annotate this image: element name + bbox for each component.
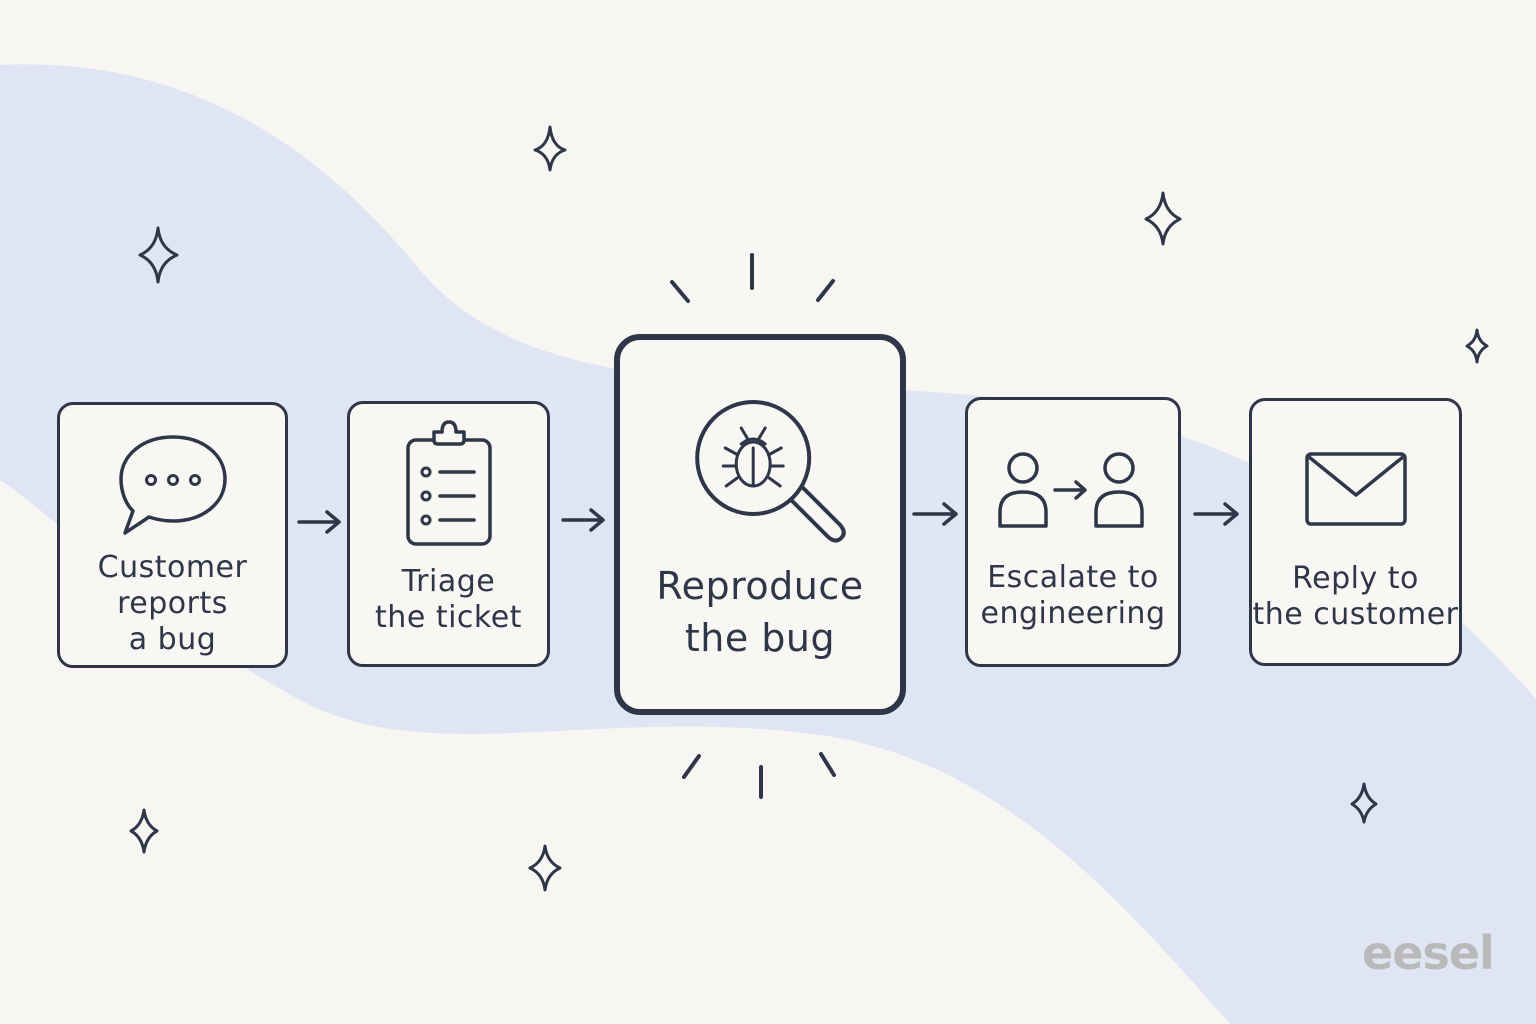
right-arrow-icon (912, 502, 958, 526)
step-label: Escalate to engineering (980, 560, 1166, 631)
right-arrow-icon (561, 508, 605, 532)
person-handoff-icon (998, 452, 1144, 528)
right-arrow-icon (1193, 502, 1239, 526)
right-arrow-icon (297, 510, 341, 534)
step-label: Triage the ticket (375, 564, 522, 635)
eesel-watermark-logo: eesel (1362, 926, 1495, 980)
magnifier-bug-icon (695, 400, 846, 543)
clipboard-checklist-icon (405, 420, 492, 546)
speech-bubble-icon (118, 435, 227, 535)
step-card-triage-ticket: Triage the ticket (347, 401, 550, 667)
envelope-icon (1304, 452, 1407, 526)
step-card-reproduce-bug: Reproduce the bug (614, 334, 906, 715)
step-card-escalate-engineering: Escalate to engineering (965, 397, 1181, 667)
step-label: Reproduce the bug (656, 564, 864, 660)
step-card-customer-reports-bug: Customer reports a bug (57, 402, 288, 668)
step-card-reply-customer: Reply to the customer (1249, 398, 1462, 666)
step-label: Reply to the customer (1252, 561, 1459, 632)
step-label: Customer reports a bug (97, 550, 248, 657)
